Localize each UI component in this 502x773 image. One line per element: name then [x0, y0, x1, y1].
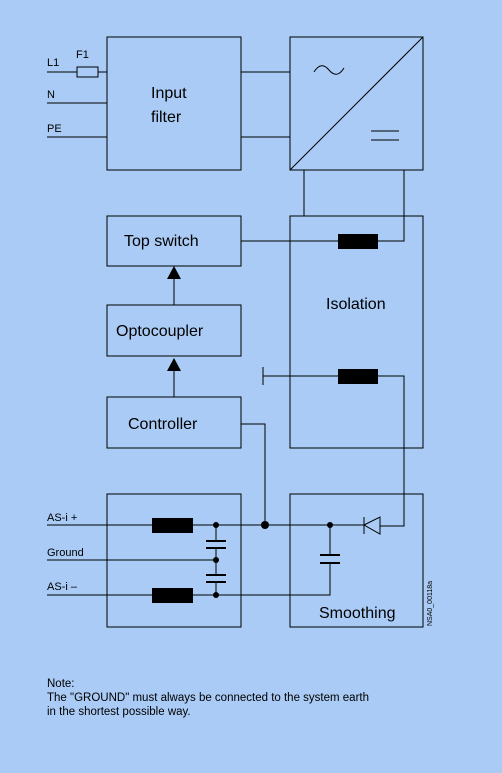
capacitor-symbol [206, 540, 226, 549]
note-line-1: The "GROUND" must always be connected to… [47, 692, 369, 704]
junction-dot [213, 592, 219, 598]
fuse-symbol [76, 66, 99, 78]
transformer-primary-winding [338, 234, 378, 249]
ground-label: Ground [47, 547, 84, 559]
junction-dot [213, 522, 219, 528]
junction-dot [261, 521, 269, 529]
ac-dc-converter-block [289, 36, 424, 171]
pe-label: PE [47, 123, 62, 135]
arrow-up-icon [167, 266, 181, 279]
smoothing-block [289, 493, 424, 628]
converter-to-transformer-line [378, 170, 405, 242]
asi-minus-label: AS-i – [47, 581, 78, 593]
inductor-symbol [152, 588, 193, 603]
top-switch-label: Top switch [124, 233, 199, 250]
f1-label: F1 [76, 49, 89, 61]
isolation-block [289, 215, 424, 449]
controller-feedback-line [241, 423, 266, 525]
arrow-up-icon [167, 358, 181, 371]
note-line-2: in the shortest possible way. [47, 706, 191, 718]
figure-code: NSA0_00118a [427, 581, 434, 626]
junction-dot [213, 557, 219, 563]
note-block: Note: The "GROUND" must always be connec… [47, 677, 467, 719]
smoothing-capacitor-symbol [320, 554, 340, 564]
inductor-symbol [152, 518, 193, 533]
input-lines [47, 71, 107, 138]
transformer-secondary-winding [338, 369, 378, 384]
note-title: Note: [47, 678, 75, 690]
optocoupler-label: Optocoupler [116, 323, 204, 340]
asi-plus-label: AS-i + [47, 512, 77, 524]
controller-label: Controller [128, 416, 198, 433]
junction-dot [327, 522, 333, 528]
asi-minus-line-right [193, 563, 331, 596]
input-filter-label-line2: filter [151, 109, 182, 126]
secondary-to-diode-line [378, 375, 405, 527]
smoothing-label: Smoothing [319, 605, 396, 622]
input-filter-block [106, 36, 242, 171]
isolation-label: Isolation [326, 296, 386, 313]
diode-symbol [362, 516, 381, 535]
input-filter-label-line1: Input [151, 85, 187, 102]
l1-label: L1 [47, 57, 59, 69]
capacitor-symbol [206, 574, 226, 583]
n-label: N [47, 89, 55, 101]
